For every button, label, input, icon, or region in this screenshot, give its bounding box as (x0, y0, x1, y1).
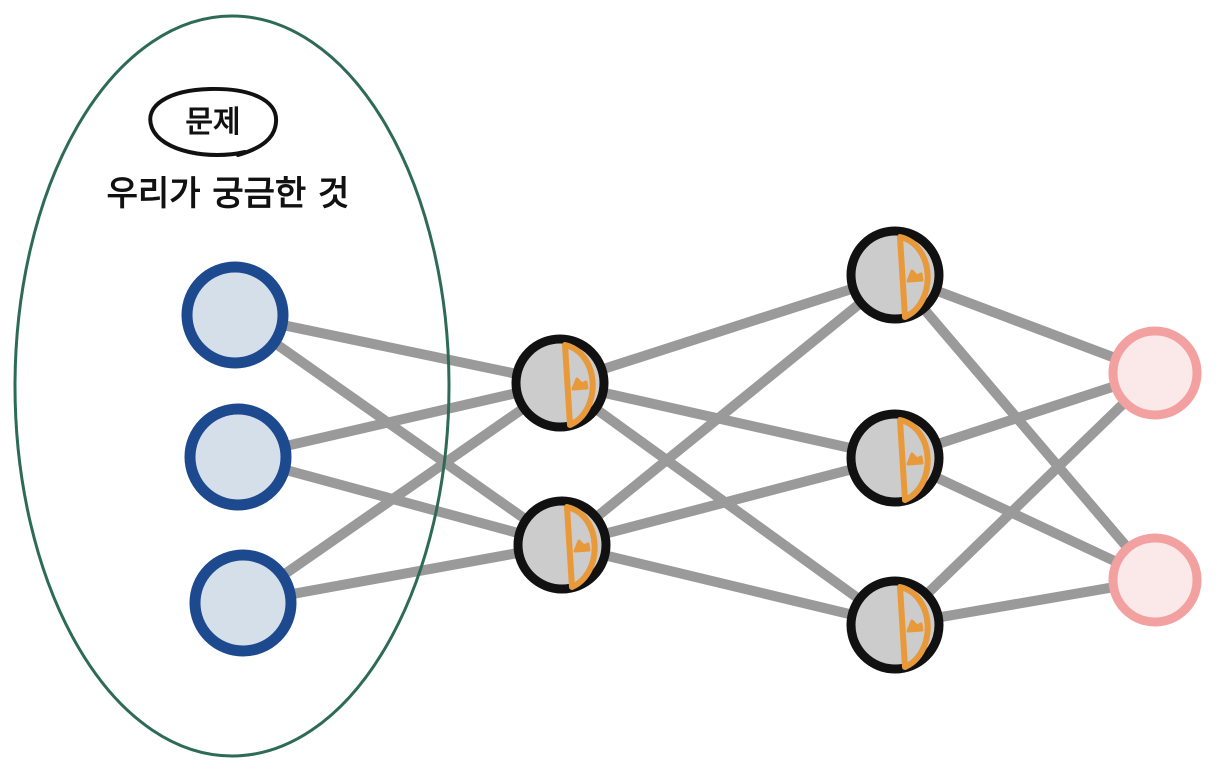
edge-hidden-1-1-to-hidden-2-2 (555, 378, 900, 463)
hidden-2-node-2 (846, 409, 944, 507)
hidden-2-node-1 (846, 226, 944, 324)
hidden-node-circle (513, 496, 611, 594)
neuron-half-icon (897, 234, 931, 320)
hidden-node-circle (846, 576, 944, 674)
edge-hidden-2-3-to-output-1 (890, 368, 1160, 630)
output-node-2 (1108, 533, 1202, 627)
hidden-node-circle (846, 226, 944, 324)
edge-input-3-to-hidden-1-2 (238, 540, 567, 608)
input-node-2 (184, 403, 292, 511)
neuron-half-icon (564, 504, 598, 590)
edge-input-2-to-hidden-1-1 (233, 378, 565, 462)
edge-input-2-to-hidden-1-2 (233, 452, 567, 550)
input-node-circle (184, 403, 292, 511)
input-highlight-ellipse (13, 14, 451, 758)
edges-layer (230, 270, 1160, 630)
output-node-circle (1108, 326, 1202, 420)
neuron-half-icon (897, 417, 931, 503)
input-node-3 (189, 549, 297, 657)
neuron-half-icon (562, 342, 596, 428)
tag-bubble-outline (148, 86, 279, 157)
edge-hidden-1-2-to-hidden-2-2 (557, 453, 900, 550)
output-node-circle (1108, 533, 1202, 627)
hidden-node-circle (511, 334, 609, 432)
tag-label: 문제 (185, 105, 240, 140)
neuron-core-icon (906, 619, 924, 633)
edge-hidden-1-2-to-hidden-2-1 (557, 270, 900, 550)
question-tag: 문제 (148, 86, 279, 157)
input-node-1 (181, 261, 289, 369)
neuron-core-icon (906, 269, 924, 283)
neuron-core-icon (573, 539, 591, 553)
neuron-half-icon (897, 584, 931, 670)
hidden-2-node-3 (846, 576, 944, 674)
neuron-core-icon (571, 377, 589, 391)
edge-hidden-2-1-to-output-2 (890, 270, 1160, 585)
nodes-layer (181, 226, 1202, 674)
edge-input-3-to-hidden-1-1 (238, 378, 565, 608)
output-node-1 (1108, 326, 1202, 420)
hidden-1-node-2 (513, 496, 611, 594)
hidden-1-node-1 (511, 334, 609, 432)
edge-hidden-1-1-to-hidden-2-1 (555, 270, 900, 388)
input-node-circle (181, 261, 289, 369)
caption-text: 우리가 궁금한 것 (107, 174, 350, 214)
neuron-core-icon (906, 452, 924, 466)
edge-hidden-1-2-to-hidden-2-3 (557, 540, 900, 630)
hidden-node-circle (846, 409, 944, 507)
input-node-circle (189, 549, 297, 657)
edge-input-1-to-hidden-1-1 (230, 310, 565, 388)
edge-input-1-to-hidden-1-2 (230, 310, 567, 550)
